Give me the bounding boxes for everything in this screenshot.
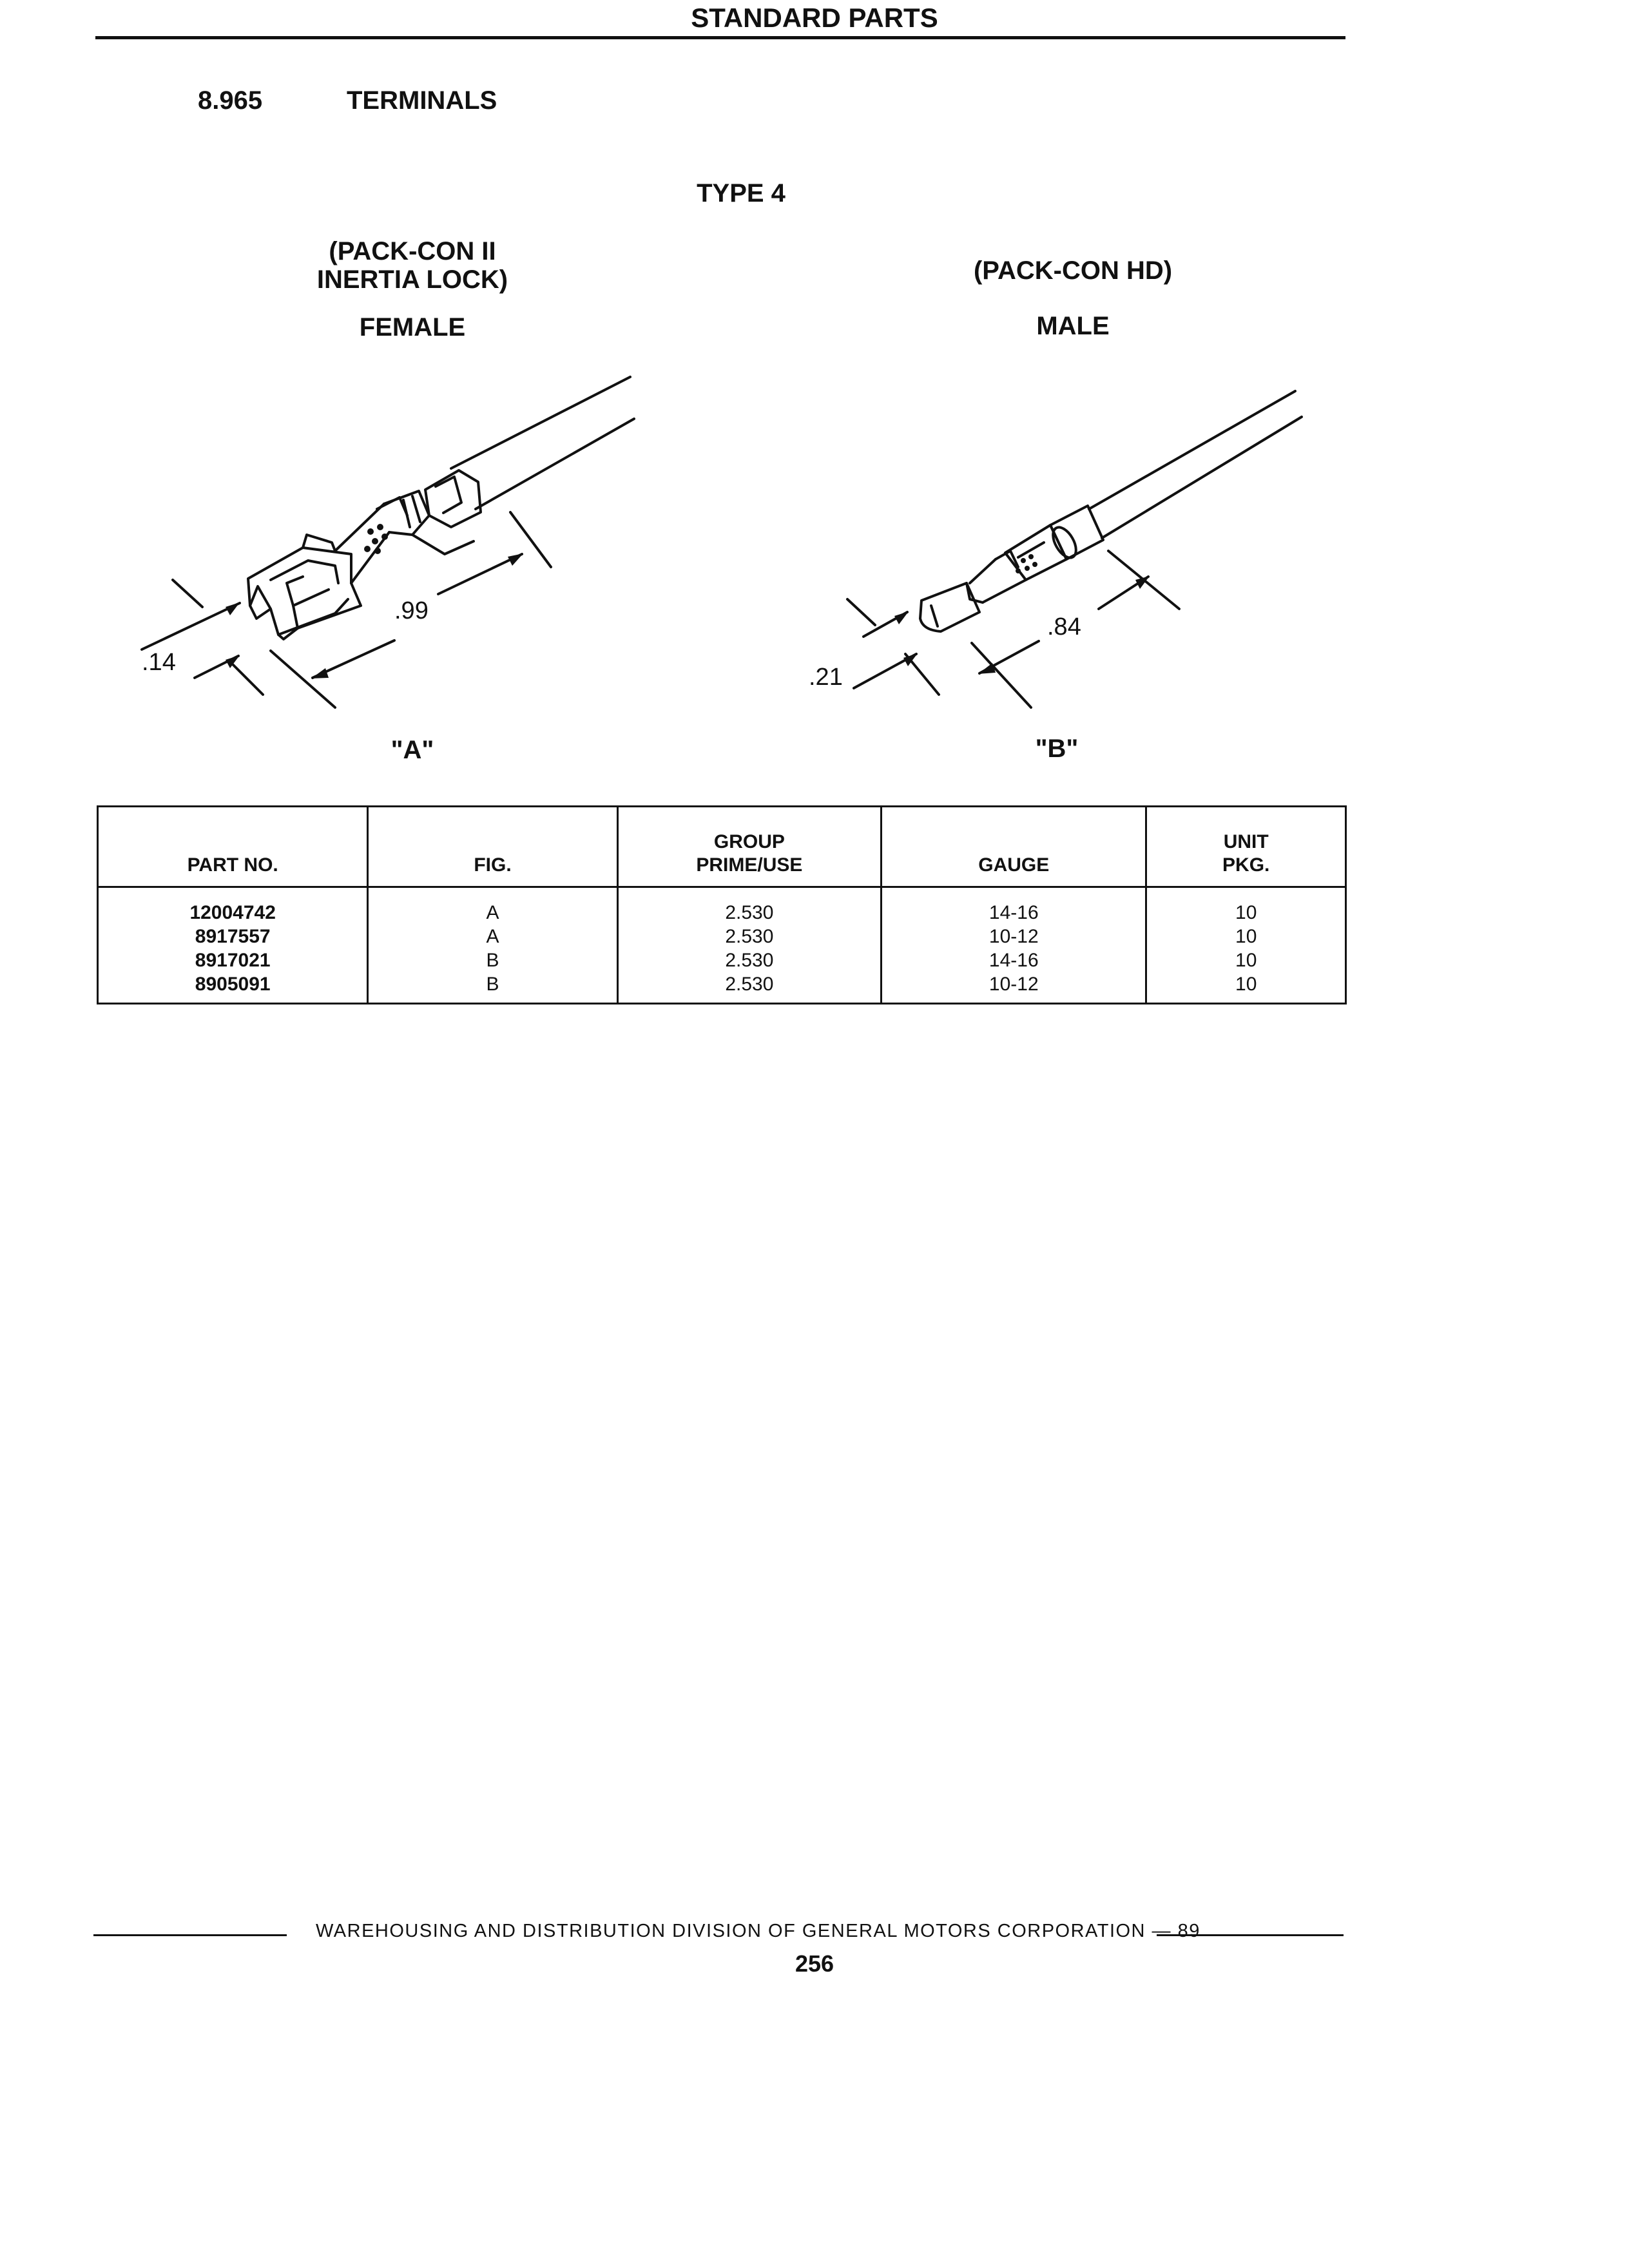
page-header-title: STANDARD PARTS: [691, 3, 938, 33]
cell-group: 2.530: [616, 948, 883, 972]
figure-b-male-terminal-drawing: [846, 390, 1303, 709]
col-header-part-no: PART NO.: [96, 806, 369, 888]
col-header-unit-line2: PKG.: [1222, 854, 1270, 876]
table-row: 8917557 A 2.530 10-12 10: [96, 925, 1347, 948]
cell-group: 2.530: [616, 925, 883, 948]
figure-b-gender: MALE: [1036, 312, 1110, 340]
figure-b-description: (PACK-CON HD): [973, 256, 1173, 285]
cell-unit-pkg: 10: [1145, 887, 1347, 925]
col-header-unit-line1: UNIT: [1223, 831, 1269, 852]
table-row: 8905091 B 2.530 10-12 10: [96, 972, 1347, 1004]
footer-rule-left: [93, 1934, 287, 1936]
cell-fig: A: [367, 887, 619, 925]
table-row: 12004742 A 2.530 14-16 10: [96, 887, 1347, 925]
section-number: 8.965: [198, 86, 263, 115]
figure-a-female-terminal-drawing: [140, 376, 635, 709]
cell-group: 2.530: [616, 887, 883, 925]
col-header-group-line2: PRIME/USE: [696, 854, 803, 876]
terminal-drawings: [140, 376, 1303, 709]
cell-unit-pkg: 10: [1145, 972, 1347, 1004]
cell-group: 2.530: [616, 972, 883, 1004]
parts-table: PART NO. FIG. GROUP PRIME/USE GAUGE UNIT…: [96, 805, 1347, 1004]
cell-gauge: 10-12: [880, 925, 1148, 948]
figure-a-width-dimension: .14: [142, 649, 176, 676]
type-label: TYPE 4: [697, 179, 786, 207]
figure-a-length-dimension: .99: [394, 597, 429, 624]
col-header-unit-pkg: UNIT PKG.: [1145, 806, 1347, 888]
figure-b-caption: "B": [1035, 735, 1079, 763]
col-header-group: GROUP PRIME/USE: [616, 806, 883, 888]
col-header-gauge: GAUGE: [880, 806, 1148, 888]
cell-gauge: 14-16: [880, 887, 1148, 925]
footer-rule-right: [1157, 1934, 1344, 1936]
figure-a-caption: "A": [390, 736, 434, 764]
figure-a-description: (PACK-CON II INERTIA LOCK): [284, 237, 541, 294]
table-row: 8917021 B 2.530 14-16 10: [96, 948, 1347, 972]
cell-fig: B: [367, 972, 619, 1004]
cell-gauge: 14-16: [880, 948, 1148, 972]
cell-part-no: 8917557: [96, 925, 369, 948]
col-header-fig: FIG.: [367, 806, 619, 888]
col-header-group-line1: GROUP: [713, 831, 785, 852]
cell-part-no: 8905091: [96, 972, 369, 1004]
footer-text: WAREHOUSING AND DISTRIBUTION DIVISION OF…: [316, 1921, 1200, 1941]
figure-b-width-dimension: .21: [809, 664, 843, 691]
cell-fig: B: [367, 948, 619, 972]
header-rule: [95, 36, 1345, 39]
section-title: TERMINALS: [347, 86, 497, 115]
figure-a-description-line1: (PACK-CON II: [329, 237, 496, 265]
figure-a-description-line2: INERTIA LOCK): [316, 265, 508, 294]
cell-fig: A: [367, 925, 619, 948]
table-header-row: PART NO. FIG. GROUP PRIME/USE GAUGE UNIT…: [96, 806, 1347, 888]
figure-a-gender: FEMALE: [359, 313, 466, 341]
cell-part-no: 12004742: [96, 887, 369, 925]
cell-gauge: 10-12: [880, 972, 1148, 1004]
cell-part-no: 8917021: [96, 948, 369, 972]
cell-unit-pkg: 10: [1145, 925, 1347, 948]
cell-unit-pkg: 10: [1145, 948, 1347, 972]
figure-b-length-dimension: .84: [1047, 613, 1081, 640]
page-number: 256: [795, 1950, 834, 1977]
